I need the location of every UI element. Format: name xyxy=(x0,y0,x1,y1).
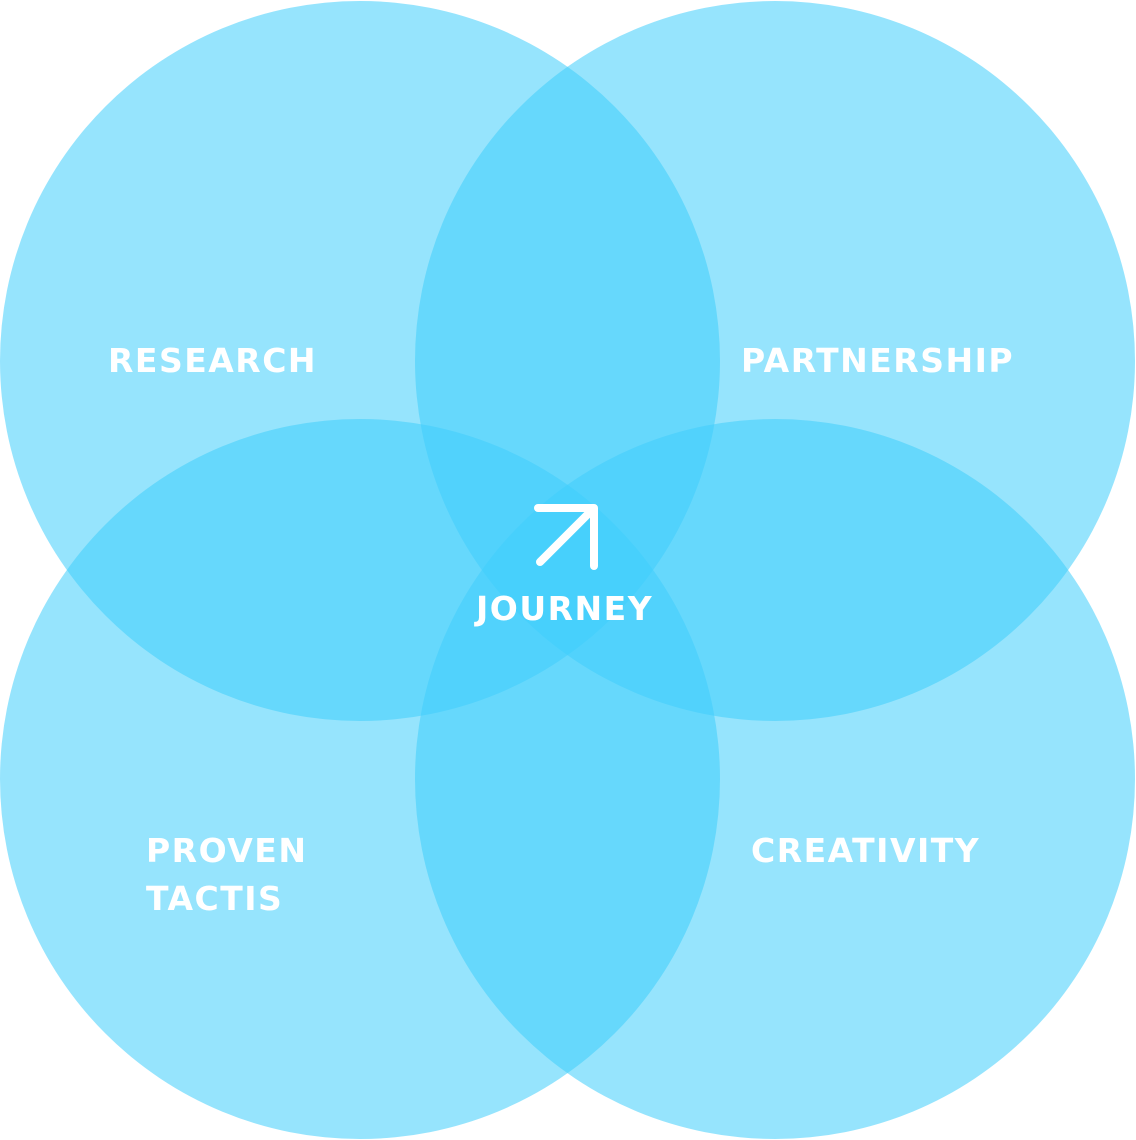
center-label-journey: JOURNEY xyxy=(476,589,654,628)
arrow-up-right-icon xyxy=(534,504,598,570)
label-proven-tactis-line-2: TACTIS xyxy=(146,879,284,918)
label-research: RESEARCH xyxy=(108,337,317,385)
label-creativity-line-1: CREATIVITY xyxy=(751,831,981,870)
label-proven-tactis: PROVEN TACTIS xyxy=(146,827,307,923)
label-partnership-line-1: PARTNERSHIP xyxy=(741,341,1015,380)
label-creativity: CREATIVITY xyxy=(751,827,980,875)
label-research-line-1: RESEARCH xyxy=(108,341,318,380)
circle-creativity xyxy=(415,419,1135,1139)
label-partnership: PARTNERSHIP xyxy=(741,337,1014,385)
label-proven-tactis-line-1: PROVEN xyxy=(146,831,308,870)
